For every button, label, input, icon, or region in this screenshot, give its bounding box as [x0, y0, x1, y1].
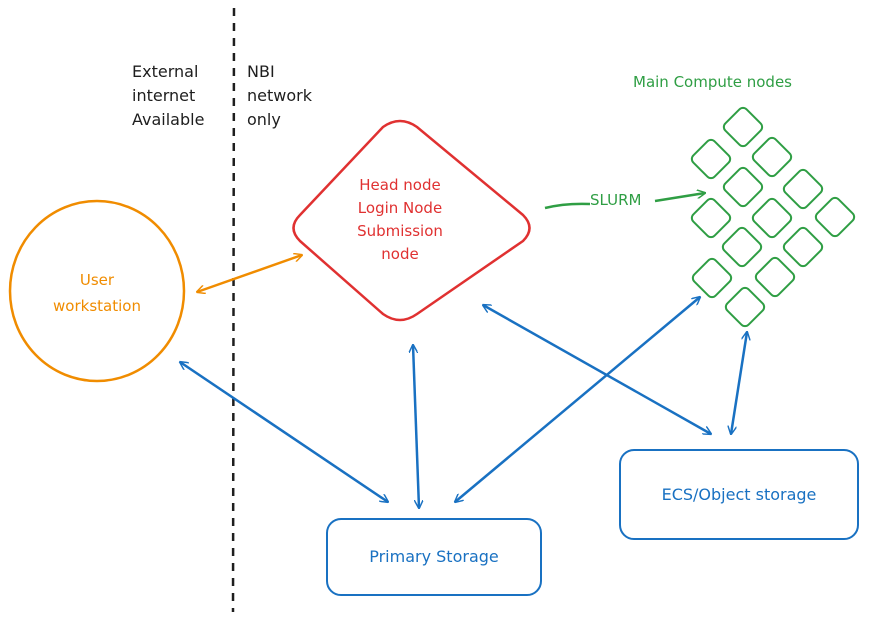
- user-workstation-label: User workstation: [37, 267, 157, 319]
- ecs-storage-label: ECS/Object storage: [661, 485, 817, 504]
- primary-storage-label: Primary Storage: [369, 547, 499, 566]
- slurm-label: SLURM: [590, 191, 642, 209]
- arrow-head-ecs: [483, 305, 711, 434]
- compute-node: [782, 226, 824, 268]
- arrow-compute-primary: [455, 297, 700, 502]
- compute-node: [751, 136, 793, 178]
- primary-storage-box: [326, 518, 542, 596]
- compute-node: [724, 286, 766, 328]
- head-node-line: node: [381, 245, 419, 263]
- compute-nodes-grid: [690, 106, 856, 328]
- compute-node: [691, 257, 733, 299]
- arrow-user-primary: [180, 362, 388, 502]
- compute-node: [722, 106, 764, 148]
- internal-zone-label: NBI network only: [247, 60, 312, 132]
- external-zone-line: External: [132, 62, 199, 81]
- compute-node: [721, 226, 763, 268]
- compute-node: [690, 138, 732, 180]
- compute-node: [754, 256, 796, 298]
- compute-node: [751, 197, 793, 239]
- external-zone-label: External internet Available: [132, 60, 204, 132]
- head-node-diamond: [292, 119, 531, 322]
- head-node-label: Head node Login Node Submission node: [340, 174, 460, 266]
- head-node-line: Head node: [359, 176, 441, 194]
- external-zone-line: Available: [132, 110, 205, 129]
- internal-zone-line: only: [247, 110, 281, 129]
- arrow-user-head: [197, 255, 302, 292]
- compute-nodes-title: Main Compute nodes: [633, 73, 792, 91]
- arrow-compute-ecs: [731, 332, 747, 434]
- internal-zone-line: NBI: [247, 62, 275, 81]
- user-workstation-line: User: [79, 271, 115, 289]
- external-zone-line: internet: [132, 86, 196, 105]
- arrow-head-primary: [413, 345, 419, 508]
- compute-node: [782, 168, 824, 210]
- head-node-line: Login Node: [357, 199, 443, 217]
- user-workstation-line: workstation: [53, 297, 141, 315]
- arrow-slurm: [544, 193, 705, 210]
- compute-node: [814, 196, 856, 238]
- network-boundary-line: [231, 7, 236, 613]
- user-workstation-node: [8, 199, 186, 383]
- internal-zone-line: network: [247, 86, 312, 105]
- compute-node: [722, 166, 764, 208]
- head-node-line: Submission: [357, 222, 443, 240]
- compute-node: [690, 197, 732, 239]
